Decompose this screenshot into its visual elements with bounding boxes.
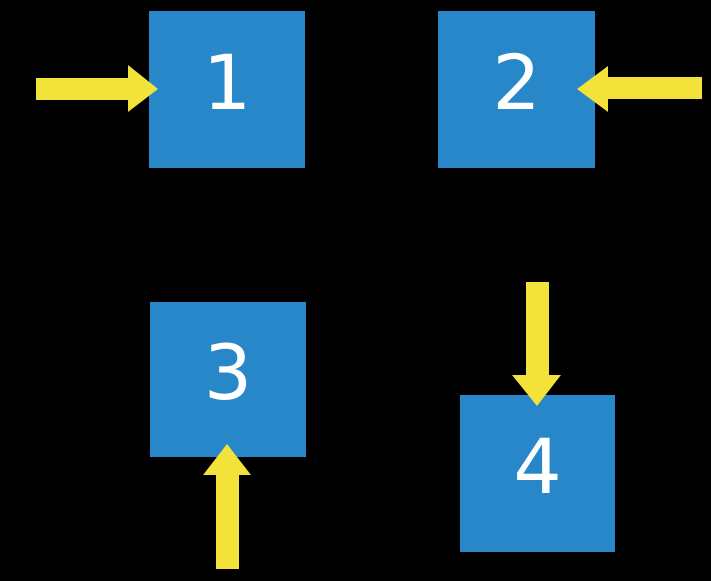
box-3: 3 — [150, 302, 306, 457]
arrow-up-into-box-3-icon — [203, 444, 251, 569]
box-1: 1 — [149, 11, 305, 168]
box-3-label: 3 — [203, 327, 253, 417]
box-4-label: 4 — [513, 421, 562, 511]
box-4: 4 — [460, 395, 615, 552]
arrow-left-into-box-2-icon — [577, 66, 702, 112]
box-2: 2 — [438, 11, 595, 168]
arrow-down-into-box-4-icon — [512, 282, 561, 406]
box-1-label: 1 — [202, 37, 252, 127]
box-2-label: 2 — [492, 37, 541, 127]
arrow-right-into-box-1-icon — [36, 65, 158, 112]
